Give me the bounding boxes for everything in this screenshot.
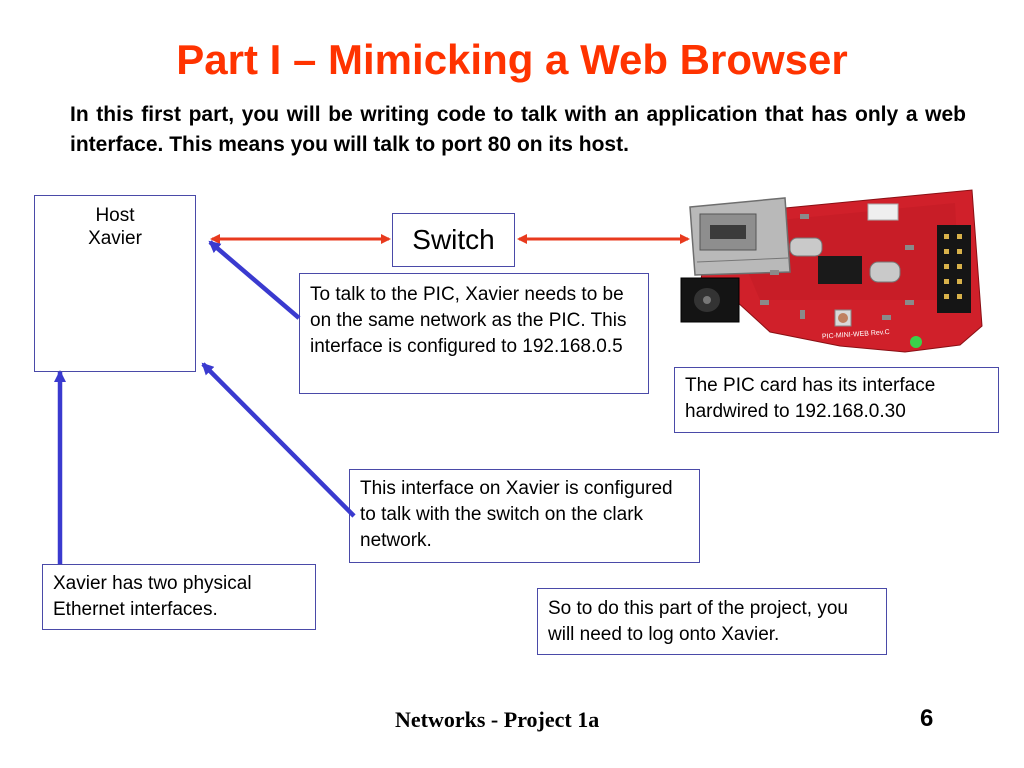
host-name: Xavier (88, 228, 142, 249)
pic-card-note: The PIC card has its interface hardwired… (674, 367, 999, 433)
slide-title: Part I – Mimicking a Web Browser (176, 36, 848, 83)
intro-text: In this first part, you will be writing … (70, 103, 966, 156)
clark-network-note: This interface on Xavier is configured t… (349, 469, 700, 563)
physical-interfaces-note: Xavier has two physical Ethernet interfa… (42, 564, 316, 630)
crystal (789, 237, 823, 257)
page-number: 6 (920, 705, 934, 732)
host-label: Host (95, 205, 135, 226)
footer-text: Networks - Project 1a (395, 707, 600, 732)
pic-interface-pointer-arrow (208, 240, 301, 320)
board-silkscreen: PIC-MINI-WEB Rev.C (822, 329, 890, 341)
clark-interface-pointer-arrow (201, 362, 356, 518)
led (910, 336, 922, 348)
small-connector (867, 203, 899, 221)
logon-note: So to do this part of the project, you w… (537, 588, 887, 655)
pin-header-icon (937, 225, 971, 313)
chip (818, 256, 862, 284)
pic-network-note: To talk to the PIC, Xavier needs to be o… (299, 273, 649, 394)
host-xavier-box: Host Xavier (34, 195, 196, 372)
power-jack-icon (680, 277, 740, 323)
button-cap (838, 313, 848, 323)
rj45-jack-icon (689, 197, 791, 276)
switch-box: Switch (392, 213, 515, 267)
crystal (869, 261, 901, 283)
